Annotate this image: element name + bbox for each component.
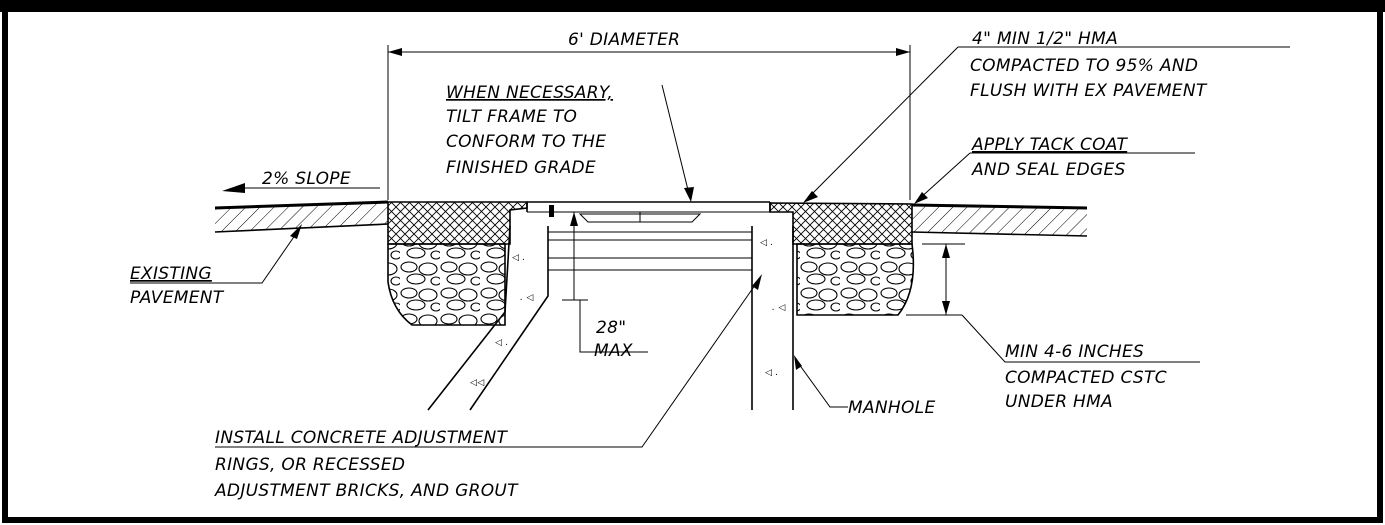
manhole-label: MANHOLE (848, 398, 936, 418)
tilt-leader (661, 84, 691, 199)
tack-leader (917, 152, 1195, 201)
install-leader (215, 277, 761, 448)
existing-pavement-left (214, 200, 389, 233)
cstc-left (387, 243, 506, 326)
svg-text:. ◁: . ◁ (772, 303, 786, 313)
existing-pavement-leader (130, 227, 301, 284)
tilt-note-line-3: CONFORM TO THE (446, 132, 606, 152)
diameter-label: 6' DIAMETER (568, 30, 680, 50)
cstc-note-line-1: MIN 4-6 INCHES (1005, 342, 1144, 362)
manhole-frame-cover (526, 201, 771, 271)
existing-pavement-right (911, 203, 1088, 237)
cstc-note-line-3: UNDER HMA (1005, 392, 1113, 412)
svg-text:◁ .: ◁ . (495, 338, 509, 348)
max-depth-value: 28" (596, 318, 626, 338)
svg-text:◁◁: ◁◁ (470, 378, 484, 388)
tack-note-line-2: AND SEAL EDGES (971, 160, 1126, 180)
install-note-line-3: ADJUSTMENT BRICKS, AND GROUT (214, 481, 519, 501)
manhole-wall-left: ◁ . . ◁ ◁ . ◁◁ (427, 225, 549, 411)
max-depth-unit: MAX (594, 341, 633, 361)
install-note-line-1: INSTALL CONCRETE ADJUSTMENT (215, 428, 509, 448)
diameter-dimension (387, 45, 911, 200)
existing-pavement-line-2: PAVEMENT (130, 288, 225, 308)
max-depth-dimension (562, 212, 648, 353)
cstc-right (796, 243, 915, 316)
existing-pavement-line-1: EXISTING (130, 264, 212, 284)
cstc-dimension (906, 243, 1200, 363)
tilt-note-line-1: WHEN NECESSARY, (446, 83, 613, 103)
svg-text:. ◁: . ◁ (520, 293, 534, 303)
manhole-wall-right: ◁ . . ◁ ◁ . (751, 226, 794, 410)
tilt-note-line-4: FINISHED GRADE (446, 158, 596, 178)
svg-text:◁ .: ◁ . (512, 253, 526, 263)
hma-leader (807, 46, 1290, 199)
cstc-note-line-2: COMPACTED CSTC (1005, 368, 1167, 388)
install-note-line-2: RINGS, OR RECESSED (215, 455, 405, 475)
svg-text:◁ .: ◁ . (760, 238, 774, 248)
hma-left (387, 201, 528, 245)
hma-note-line-1: 4" MIN 1/2" HMA (972, 29, 1118, 49)
drawing-top-bar (0, 0, 1385, 12)
hma-right (769, 202, 913, 245)
hma-note-line-3: FLUSH WITH EX PAVEMENT (970, 81, 1208, 101)
tilt-note-line-2: TILT FRAME TO (446, 107, 577, 127)
svg-text:◁ .: ◁ . (765, 368, 779, 378)
slope-label: 2% SLOPE (262, 169, 351, 189)
tack-note-line-1: APPLY TACK COAT (971, 135, 1128, 155)
hma-note-line-2: COMPACTED TO 95% AND (970, 56, 1198, 76)
manhole-leader (795, 359, 848, 408)
